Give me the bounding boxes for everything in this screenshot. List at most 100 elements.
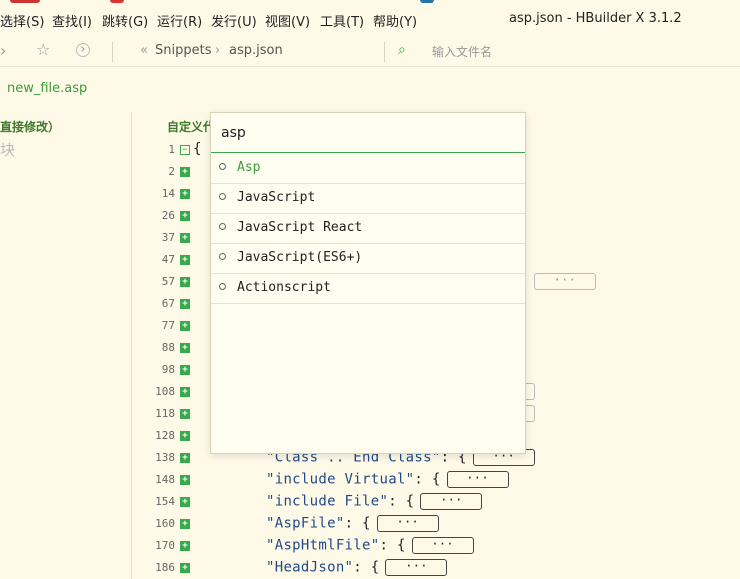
folded-block-button[interactable]: ··· — [411, 537, 474, 554]
fold-expand-icon[interactable]: + — [180, 167, 190, 177]
language-option[interactable]: JavaScript(ES6+) — [211, 244, 525, 274]
line-number: 118 — [155, 407, 175, 420]
menu-item[interactable]: 跳转(G) — [102, 15, 149, 30]
fold-expand-icon[interactable]: + — [180, 563, 190, 573]
breadcrumb-file[interactable]: asp.json — [229, 43, 283, 58]
left-panel-hint: 直接修改） — [0, 120, 61, 134]
snippet-key: "include Virtual" — [266, 471, 415, 488]
fold-expand-icon[interactable]: + — [180, 189, 190, 199]
colon-brace: : { — [379, 537, 406, 554]
language-option[interactable]: JavaScript — [211, 184, 525, 214]
fold-expand-icon[interactable]: + — [180, 541, 190, 551]
fold-expand-icon[interactable]: + — [180, 255, 190, 265]
fold-expand-icon[interactable]: + — [180, 519, 190, 529]
line-number: 26 — [161, 209, 175, 222]
line-number: 98 — [161, 363, 175, 376]
radio-circle-icon — [219, 283, 226, 290]
menu-item[interactable]: 视图(V) — [265, 15, 311, 30]
run-icon[interactable]: › — [76, 43, 90, 57]
language-option-label: Asp — [237, 160, 261, 175]
fold-expand-icon[interactable]: + — [180, 343, 190, 353]
panel-divider[interactable] — [131, 112, 132, 579]
radio-circle-icon — [219, 253, 226, 260]
line-number: 138 — [155, 451, 175, 464]
folded-block-button[interactable]: ··· — [420, 493, 483, 510]
toolbar: › ☆ › « Snippets › asp.json ⌕ — [0, 38, 740, 66]
radio-circle-icon — [219, 193, 226, 200]
line-number: 1 — [168, 143, 175, 156]
snippet-line[interactable]: "AspFile": { ··· — [266, 515, 439, 532]
language-option[interactable]: Actionscript — [211, 274, 525, 304]
language-option-label: JavaScript(ES6+) — [237, 250, 363, 265]
snippet-line[interactable]: "include Virtual": { ··· — [266, 471, 509, 488]
snippet-line[interactable]: "include File": {··· — [266, 493, 483, 510]
colon-brace: : { — [344, 515, 371, 532]
line-number: 37 — [161, 231, 175, 244]
line-number: 160 — [155, 517, 175, 530]
language-option-label: Actionscript — [237, 280, 331, 295]
language-option[interactable]: JavaScript React — [211, 214, 525, 244]
snippet-line[interactable]: "HeadJson": {··· — [266, 559, 448, 576]
fold-expand-icon[interactable]: + — [180, 475, 190, 485]
line-number: 186 — [155, 561, 175, 574]
tab-bar: new_file.asp — [0, 66, 740, 110]
menu-bar: 选择(S) 查找(I) 跳转(G) 运行(R) 发行(U) 视图(V) 工具(T) 帮助(Y)… — [0, 0, 740, 38]
toolbar-separator — [112, 42, 113, 62]
file-search-icon[interactable]: ⌕ — [398, 42, 406, 58]
fold-collapse-icon[interactable]: − — [180, 145, 190, 155]
fold-expand-icon[interactable]: + — [180, 453, 190, 463]
folded-block-button[interactable]: ··· — [385, 559, 448, 576]
line-number: 128 — [155, 429, 175, 442]
fold-expand-icon[interactable]: + — [180, 299, 190, 309]
breadcrumb-snippets[interactable]: Snippets — [155, 43, 212, 58]
line-number: 108 — [155, 385, 175, 398]
fold-expand-icon[interactable]: + — [180, 497, 190, 507]
menu-item[interactable]: 发行(U) — [211, 15, 257, 30]
window-title: asp.json - HBuilder X 3.1.2 — [509, 11, 682, 26]
line-number: 154 — [155, 495, 175, 508]
colon-brace: : { — [388, 493, 415, 510]
fold-expand-icon[interactable]: + — [180, 365, 190, 375]
line-number: 57 — [161, 275, 175, 288]
file-search-input[interactable] — [432, 43, 732, 61]
fold-expand-icon[interactable]: + — [180, 409, 190, 419]
snippet-key: "AspFile" — [266, 515, 345, 532]
folded-block-button[interactable]: ··· — [533, 273, 596, 290]
breadcrumb-separator: « — [140, 43, 148, 58]
colon-brace: : { — [414, 471, 441, 488]
menu-item[interactable]: 运行(R) — [157, 15, 203, 30]
breadcrumb-arrow: › — [215, 43, 221, 58]
snippet-line[interactable]: "AspHtmlFile": { ··· — [266, 537, 474, 554]
folded-block-button[interactable]: ··· — [446, 471, 509, 488]
language-option-label: JavaScript React — [237, 220, 363, 235]
snippet-key: "AspHtmlFile" — [266, 537, 380, 554]
menu-item[interactable]: 选择(S) — [0, 15, 45, 30]
radio-circle-icon — [219, 163, 226, 170]
taskbar-strip — [0, 0, 740, 6]
toolbar-separator — [384, 42, 385, 62]
fold-expand-icon[interactable]: + — [180, 277, 190, 287]
fold-expand-icon[interactable]: + — [180, 211, 190, 221]
line-number: 14 — [161, 187, 175, 200]
menu-item[interactable]: 帮助(Y) — [373, 15, 418, 30]
fold-expand-icon[interactable]: + — [180, 233, 190, 243]
open-brace: { — [193, 141, 202, 157]
line-number: 148 — [155, 473, 175, 486]
tab-new-file[interactable]: new_file.asp — [7, 81, 88, 96]
line-number: 77 — [161, 319, 175, 332]
line-number: 47 — [161, 253, 175, 266]
fold-expand-icon[interactable]: + — [180, 387, 190, 397]
fold-expand-icon[interactable]: + — [180, 431, 190, 441]
radio-circle-icon — [219, 223, 226, 230]
language-option[interactable]: Asp — [211, 154, 525, 184]
menu-item[interactable]: 查找(I) — [52, 15, 92, 30]
folded-block-button[interactable]: ··· — [376, 515, 439, 532]
menu-item[interactable]: 工具(T) — [320, 15, 365, 30]
fold-expand-icon[interactable]: + — [180, 321, 190, 331]
forward-icon[interactable]: › — [0, 41, 7, 60]
star-icon[interactable]: ☆ — [36, 40, 51, 59]
left-panel-text: 块 — [0, 141, 16, 159]
line-number: 2 — [168, 165, 175, 178]
language-filter-input[interactable] — [211, 113, 525, 153]
